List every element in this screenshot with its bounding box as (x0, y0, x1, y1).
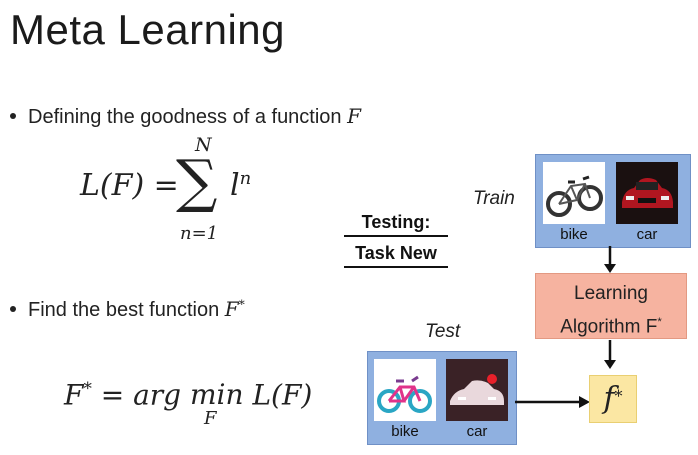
train-bike-caption: bike (543, 226, 605, 243)
loss-term-sup: n (240, 168, 252, 189)
learning-line-2: Algorithm F* (536, 308, 686, 341)
car-icon (446, 359, 508, 421)
test-label: Test (425, 321, 460, 343)
argmin-lhs: F (64, 378, 83, 411)
argmin-star: * (83, 378, 91, 398)
learning-line-1: Learning (536, 280, 686, 308)
test-bike-caption: bike (374, 423, 436, 440)
bullet-dot (10, 306, 16, 312)
learning-algorithm-box: Learning Algorithm F* (535, 273, 687, 339)
train-label: Train (473, 188, 515, 210)
bullet-best-star: * (239, 297, 245, 311)
car-icon (616, 162, 678, 224)
bullet-best-text: Find the best function (28, 299, 219, 321)
sum-symbol: ∑ (176, 150, 217, 212)
output-function-label: f (603, 381, 614, 416)
arrow-down-icon (602, 340, 618, 370)
testing-line-2: Task New (344, 243, 448, 268)
arrow-down-icon (602, 246, 618, 274)
slide-title: Meta Learning (10, 6, 285, 54)
test-car-image (446, 359, 508, 421)
arrow-right-icon (515, 394, 591, 410)
train-car-image (616, 162, 678, 224)
argmin-min-text: min (190, 378, 244, 411)
loss-lhs: L(F) = (80, 168, 179, 203)
argmin-sub: F (204, 408, 217, 429)
testing-line-1: Testing: (344, 212, 448, 237)
sum-lower-limit: n=1 (180, 223, 218, 244)
bike-icon (374, 359, 436, 421)
argmin-rhs: L(F) (244, 378, 313, 411)
loss-lhs-text: L(F) = (80, 168, 179, 203)
learning-star: * (657, 316, 661, 328)
output-function-star: * (615, 387, 623, 406)
learning-line-2-text: Algorithm F (560, 316, 657, 337)
loss-term: ln (230, 168, 251, 203)
train-images-box: bike car (535, 154, 691, 248)
bullet-goodness-var: F (347, 104, 361, 128)
test-images-box: bike car (367, 351, 517, 445)
argmin-eq: = arg (92, 378, 190, 411)
train-car-caption: car (616, 226, 678, 243)
testing-heading: Testing: Task New (344, 212, 448, 274)
bullet-best-var: F (225, 297, 239, 321)
test-car-caption: car (446, 423, 508, 440)
train-bike-image (543, 162, 605, 224)
bike-icon (543, 162, 605, 224)
bullet-goodness: Defining the goodness of a function F (10, 104, 361, 129)
bullet-goodness-text: Defining the goodness of a function (28, 106, 342, 128)
test-bike-image (374, 359, 436, 421)
output-function-box: f* (589, 375, 637, 423)
loss-term-l: l (230, 168, 240, 203)
bullet-dot (10, 113, 16, 119)
bullet-best-function: Find the best function F* (10, 297, 245, 322)
